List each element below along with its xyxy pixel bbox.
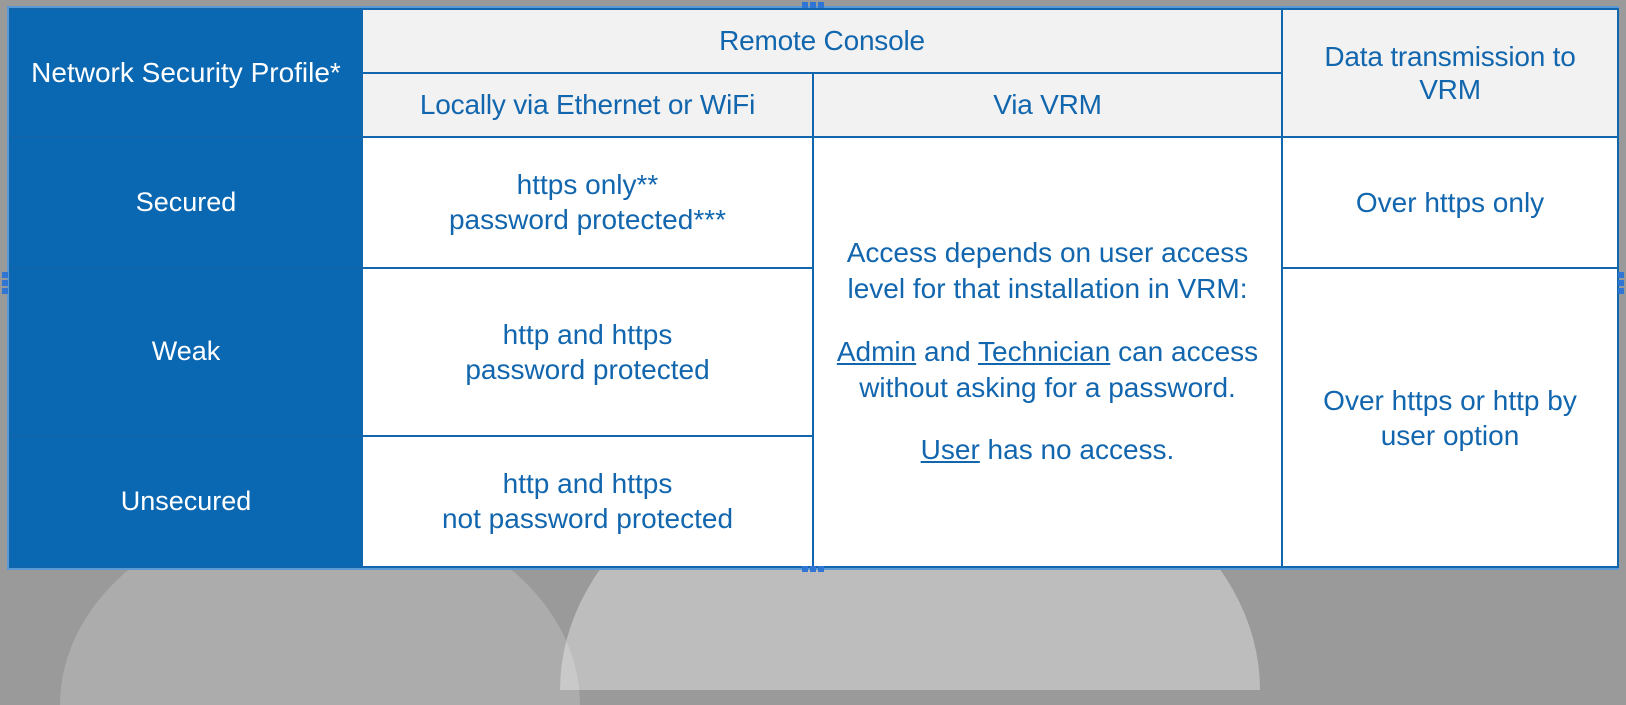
- cell-secured-local[interactable]: https only** password protected***: [361, 135, 814, 270]
- cell-weak-local-line1: http and https: [502, 318, 673, 350]
- header-remote-console[interactable]: Remote Console: [360, 8, 1284, 74]
- vrm-paragraph-spacer-1: [824, 308, 1271, 334]
- profile-weak[interactable]: Weak: [9, 267, 363, 437]
- resize-handle-bottom[interactable]: [802, 566, 824, 572]
- cell-secured-local-line1: https only**: [516, 169, 659, 201]
- cell-unsecured-local-line2: not password protected: [441, 503, 734, 535]
- profile-unsecured[interactable]: Unsecured: [9, 434, 363, 569]
- cell-weak-local[interactable]: http and https password protected: [361, 267, 814, 437]
- resize-handle-top[interactable]: [802, 2, 824, 8]
- vrm-para2-mid: and: [916, 335, 978, 367]
- table-row-unsecured: Unsecured http and https not password pr…: [9, 434, 1618, 569]
- table-header-row-2: Locally via Ethernet or WiFi Via VRM: [10, 71, 1618, 138]
- cell-secured-local-line2: password protected***: [448, 204, 727, 236]
- table-row-weak: Weak http and https password protected O…: [9, 267, 1620, 568]
- vrm-paragraph-2: Admin and Technician can access without …: [837, 336, 1258, 403]
- cell-unsecured-local-line1: http and https: [502, 468, 673, 500]
- resize-handle-left[interactable]: [2, 272, 8, 294]
- header-network-security-profile[interactable]: Network Security Profile*: [9, 8, 363, 138]
- profile-secured[interactable]: Secured: [9, 135, 363, 270]
- cell-secured-data-transmission[interactable]: Over https only: [1281, 135, 1620, 270]
- cell-weak-unsecured-data-transmission[interactable]: Over https or http by user option: [1281, 267, 1620, 568]
- vrm-para3-tail: has no access.: [979, 434, 1175, 466]
- vrm-paragraph-spacer-2: [824, 406, 1271, 432]
- vrm-role-technician: Technician: [978, 335, 1111, 367]
- network-security-profile-table[interactable]: Network Security Profile* Remote Console…: [9, 8, 1620, 569]
- header-locally-via-ethernet-or-wifi[interactable]: Locally via Ethernet or WiFi: [361, 71, 814, 138]
- resize-handle-right[interactable]: [1618, 272, 1624, 294]
- header-data-transmission-to-vrm[interactable]: Data transmission to VRM: [1281, 8, 1620, 138]
- vrm-paragraph-3: User has no access.: [921, 434, 1175, 465]
- vrm-role-user: User: [920, 434, 980, 466]
- header-via-vrm[interactable]: Via VRM: [811, 71, 1284, 138]
- vrm-role-admin: Admin: [836, 335, 917, 367]
- table-header-row-1: Network Security Profile* Remote Console…: [9, 8, 1620, 138]
- cell-unsecured-local[interactable]: http and https not password protected: [361, 434, 814, 569]
- vrm-para2-tail: can access without asking for a password…: [859, 335, 1259, 404]
- vrm-paragraph-1: Access depends on user access level for …: [846, 236, 1249, 305]
- cell-via-vrm-description[interactable]: Access depends on user access level for …: [811, 135, 1284, 569]
- cell-weak-local-line2: password protected: [465, 353, 710, 385]
- table-row-secured: Secured https only** password protected*…: [9, 135, 1620, 569]
